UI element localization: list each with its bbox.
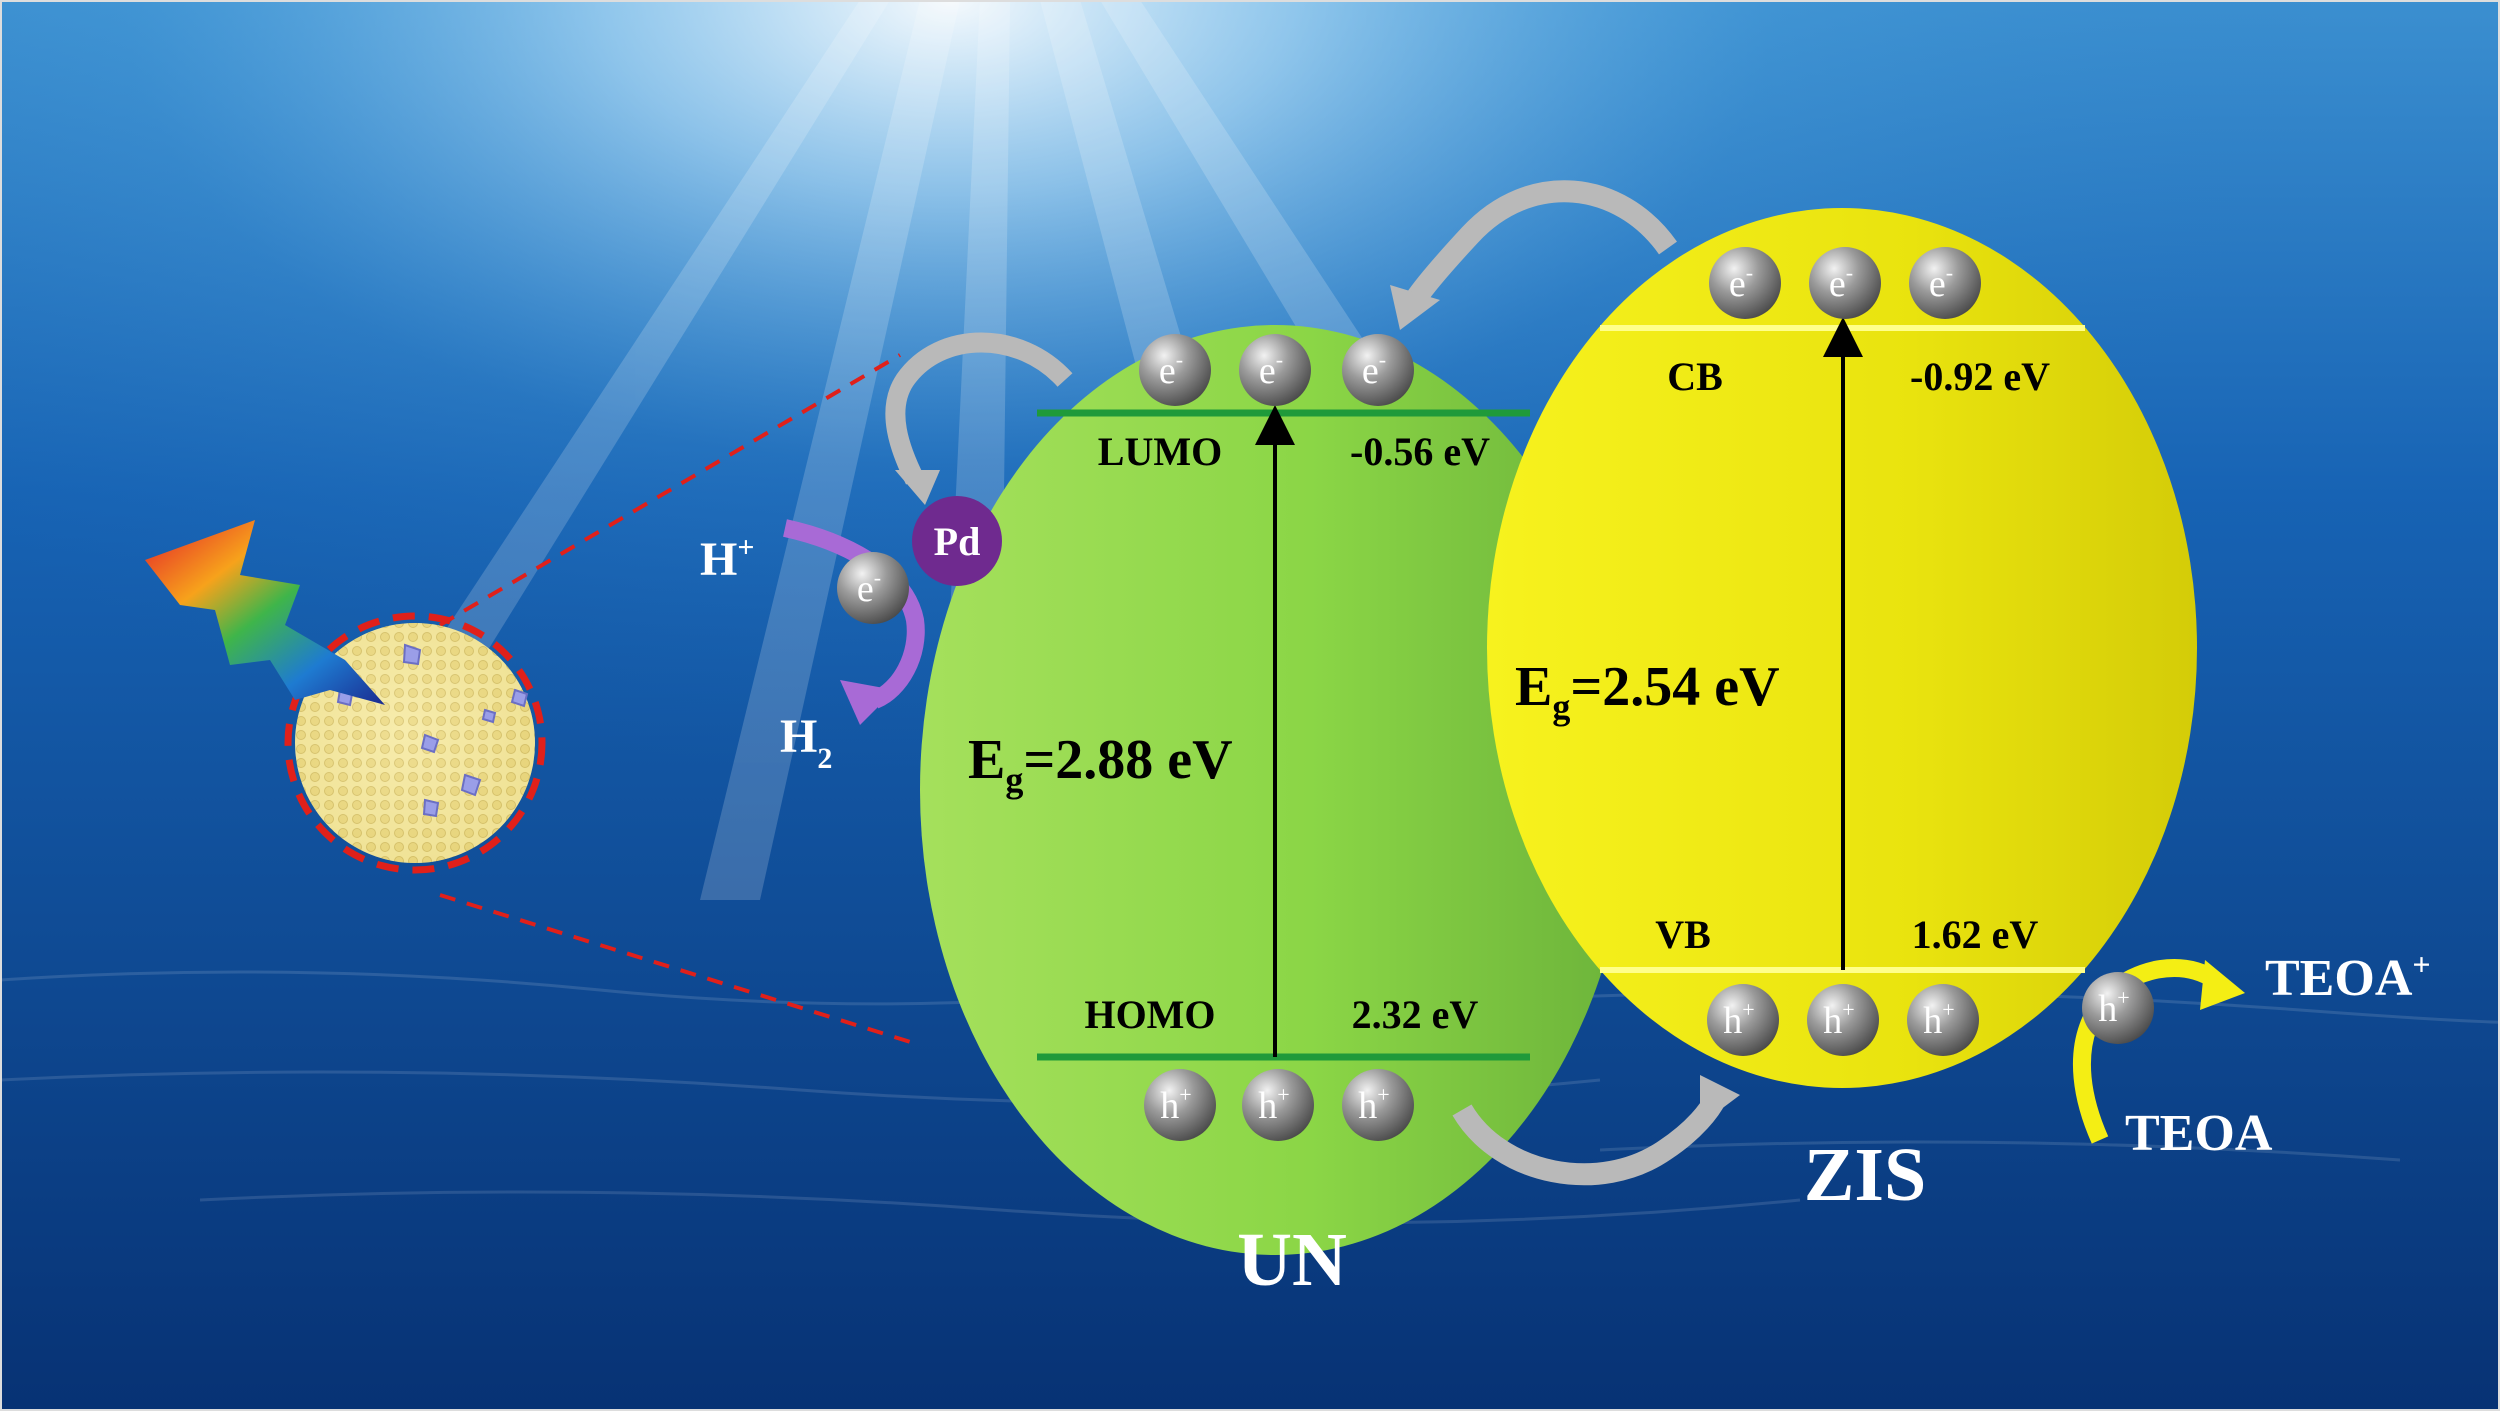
h-plus-label: H+ xyxy=(700,531,754,586)
un-electron: e- xyxy=(1139,334,1211,406)
un-homo-value: 2.32 eV xyxy=(1352,992,1479,1037)
pd-cocatalyst xyxy=(912,496,1002,586)
zis-electron: e- xyxy=(1709,247,1781,319)
zis-vb-value: 1.62 eV xyxy=(1912,912,2039,957)
svg-text:h+: h+ xyxy=(1358,1082,1389,1127)
un-hole: h+ xyxy=(1242,1069,1314,1141)
un-name: UN xyxy=(1237,1218,1347,1302)
charge-carriers: e-e-e-h+ h+ h+ e-e-e-h+ h+ h+ e-h+ xyxy=(837,247,2154,1141)
un-lumo-value: -0.56 eV xyxy=(1350,429,1490,474)
svg-text:h+: h+ xyxy=(1258,1082,1289,1127)
zis-hole: h+ xyxy=(1707,984,1779,1056)
electron-transfer-arrow xyxy=(1390,180,1677,330)
svg-text:e-: e- xyxy=(1729,260,1753,305)
un-hole: h+ xyxy=(1144,1069,1216,1141)
svg-text:e-: e- xyxy=(1159,347,1183,392)
pd-nanoparticles xyxy=(336,643,529,818)
zis-cb-label: CB xyxy=(1667,354,1723,399)
un-electron: e- xyxy=(1239,334,1311,406)
pd-electron: e- xyxy=(837,552,909,624)
zis-name: ZIS xyxy=(1804,1133,1927,1217)
zis-hole: h+ xyxy=(1907,984,1979,1056)
un-hole: h+ xyxy=(1342,1069,1414,1141)
hole-transfer-arrow xyxy=(1452,1075,1740,1186)
svg-text:e-: e- xyxy=(857,565,881,610)
zis-electron: e- xyxy=(1909,247,1981,319)
zis-electron: e- xyxy=(1809,247,1881,319)
zis-bandgap: Eg=2.54 eV xyxy=(1515,656,1780,727)
light-bolt-icon xyxy=(145,520,385,705)
zis-labels: CB -0.92 eV VB 1.62 eV Eg=2.54 eV ZIS xyxy=(1515,354,2050,1217)
teoa-label: TEOA xyxy=(2125,1105,2273,1162)
svg-text:h+: h+ xyxy=(2098,985,2129,1030)
electron-to-pd-arrow xyxy=(885,332,1073,505)
svg-text:e-: e- xyxy=(1259,347,1283,392)
reaction-labels: H+ H2 TEOA+ TEOA xyxy=(700,531,2431,1162)
svg-text:h+: h+ xyxy=(1723,997,1754,1042)
un-bandgap: Eg=2.88 eV xyxy=(968,729,1233,800)
zis-vb-label: VB xyxy=(1655,912,1711,957)
zoom-line-top xyxy=(438,353,902,627)
svg-text:h+: h+ xyxy=(1923,997,1954,1042)
svg-text:e-: e- xyxy=(1929,260,1953,305)
zis-hole: h+ xyxy=(1807,984,1879,1056)
svg-text:e-: e- xyxy=(1362,347,1386,392)
un-homo-label: HOMO xyxy=(1084,992,1215,1037)
zis-cb-value: -0.92 eV xyxy=(1910,354,2050,399)
teoa-hole: h+ xyxy=(2082,972,2154,1044)
svg-text:h+: h+ xyxy=(1823,997,1854,1042)
un-lumo-label: LUMO xyxy=(1098,429,1222,474)
un-electron: e- xyxy=(1342,334,1414,406)
svg-text:e-: e- xyxy=(1829,260,1853,305)
h2-label: H2 xyxy=(780,710,832,775)
pd-label: Pd xyxy=(934,519,981,564)
svg-text:h+: h+ xyxy=(1160,1082,1191,1127)
un-labels: LUMO -0.56 eV HOMO 2.32 eV Eg=2.88 eV UN xyxy=(968,429,1490,1302)
h-reduction-arrow xyxy=(783,519,925,725)
teoa-plus-label: TEOA+ xyxy=(2265,946,2431,1007)
